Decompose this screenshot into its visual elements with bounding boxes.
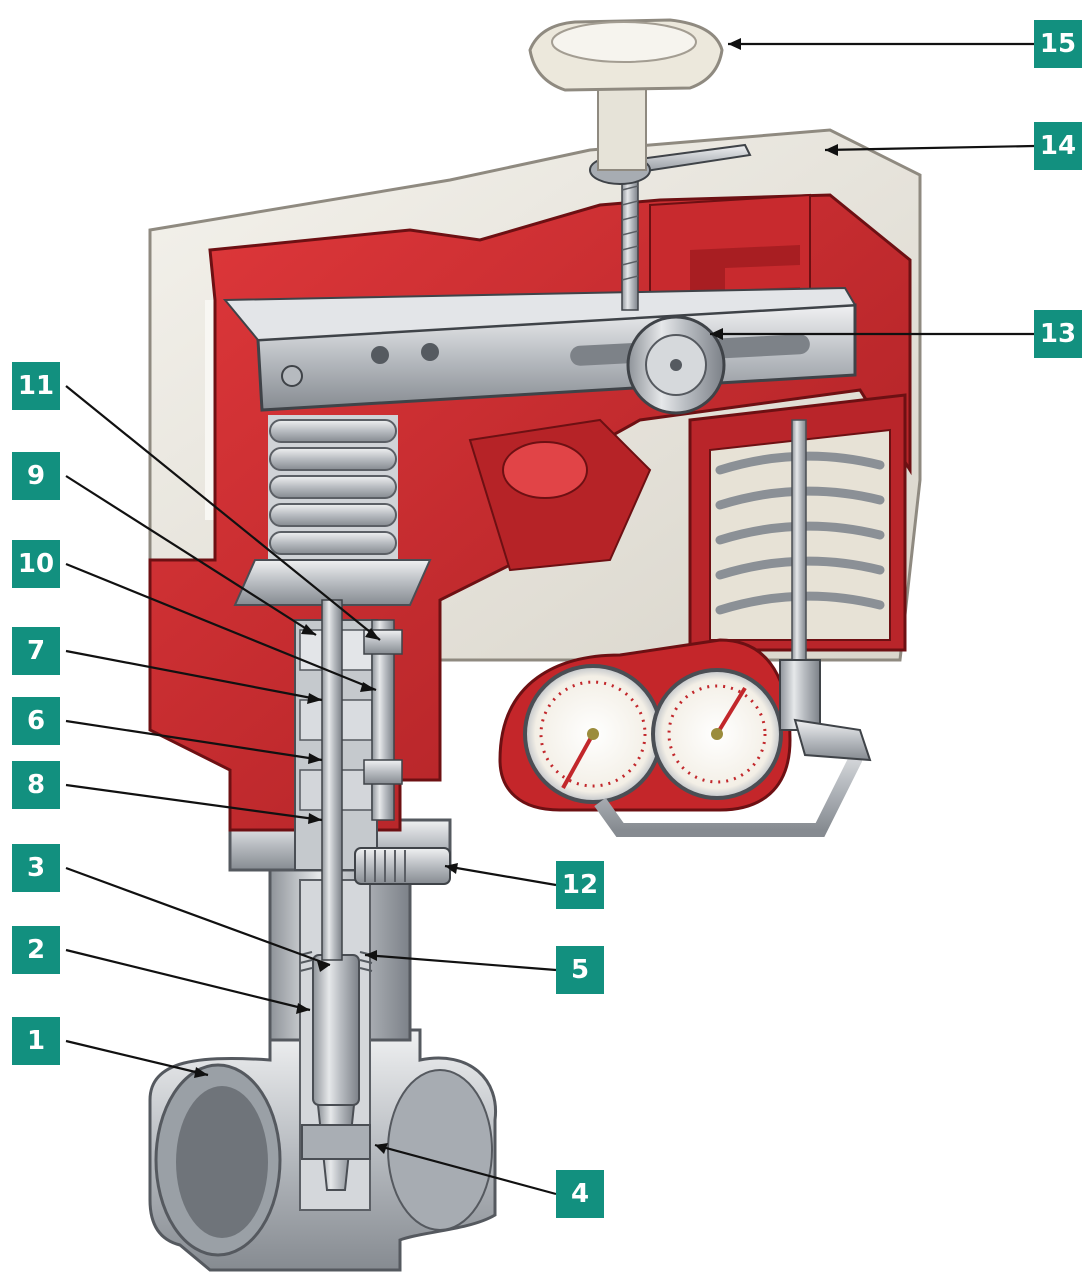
callout-1: 1 <box>12 1017 60 1065</box>
callout-14: 14 <box>1034 122 1082 170</box>
callout-7: 7 <box>12 627 60 675</box>
callout-2: 2 <box>12 926 60 974</box>
leader-lines <box>65 42 1035 1196</box>
handwheel-assembly <box>528 18 752 311</box>
callout-11: 11 <box>12 362 60 410</box>
callout-15: 15 <box>1034 20 1082 68</box>
valve-body <box>148 818 498 1272</box>
pressure-gauges <box>498 638 872 837</box>
callout-9: 9 <box>12 452 60 500</box>
callout-12: 12 <box>556 861 604 909</box>
callout-3: 3 <box>12 844 60 892</box>
adjustment-beam <box>222 286 857 415</box>
callout-4: 4 <box>556 1170 604 1218</box>
callout-5: 5 <box>556 946 604 994</box>
stem-assembly <box>294 599 451 961</box>
callout-13: 13 <box>1034 310 1082 358</box>
callout-10: 10 <box>12 540 60 588</box>
leader-arrowheads <box>194 38 838 1154</box>
callout-8: 8 <box>12 761 60 809</box>
range-spring <box>233 415 432 606</box>
callout-6: 6 <box>12 697 60 745</box>
